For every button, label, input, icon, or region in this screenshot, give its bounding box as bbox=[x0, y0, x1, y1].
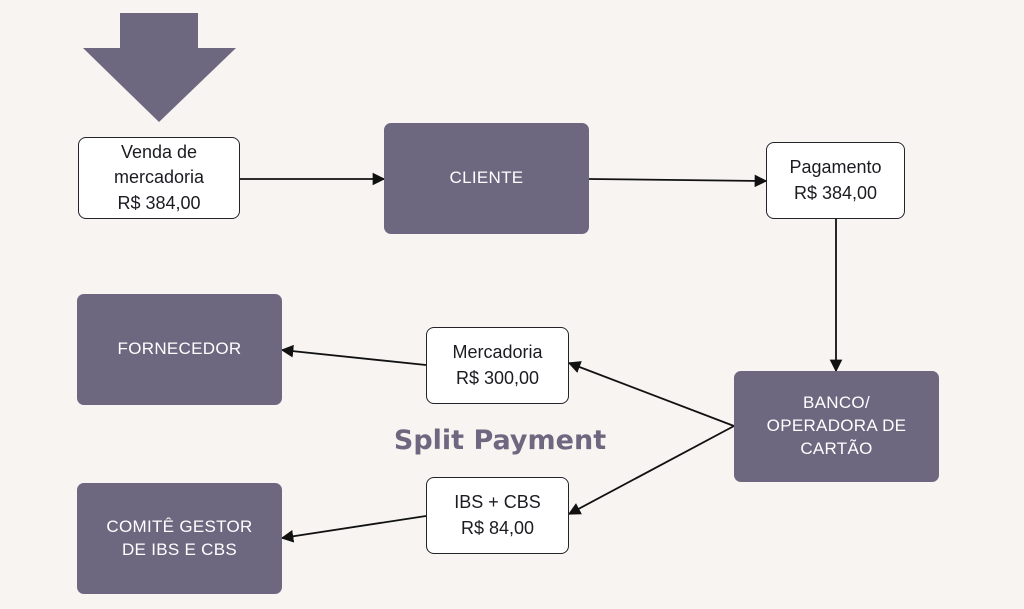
edge-impostos-comite bbox=[280, 515, 427, 543]
edge-banco-mercadoria bbox=[567, 361, 735, 427]
node-pagamento: Pagamento R$ 384,00 bbox=[766, 142, 905, 219]
edge-banco-impostos bbox=[567, 425, 735, 515]
down-arrow-icon bbox=[83, 13, 236, 122]
edge-mercadoria-fornecedor bbox=[280, 344, 427, 366]
node-banco-operadora: BANCO/ OPERADORA DE CARTÃO bbox=[734, 371, 939, 482]
node-comite-gestor: COMITÊ GESTOR DE IBS E CBS bbox=[77, 483, 282, 594]
node-ibs-cbs: IBS + CBS R$ 84,00 bbox=[426, 477, 569, 554]
edge-cliente-pagamento bbox=[588, 174, 768, 188]
node-fornecedor: FORNECEDOR bbox=[77, 294, 282, 405]
node-mercadoria: Mercadoria R$ 300,00 bbox=[426, 327, 569, 404]
node-venda-de-mercadoria: Venda de mercadoria R$ 384,00 bbox=[78, 137, 240, 219]
diagram-title: Split Payment bbox=[393, 424, 607, 456]
node-cliente: CLIENTE bbox=[384, 123, 589, 234]
